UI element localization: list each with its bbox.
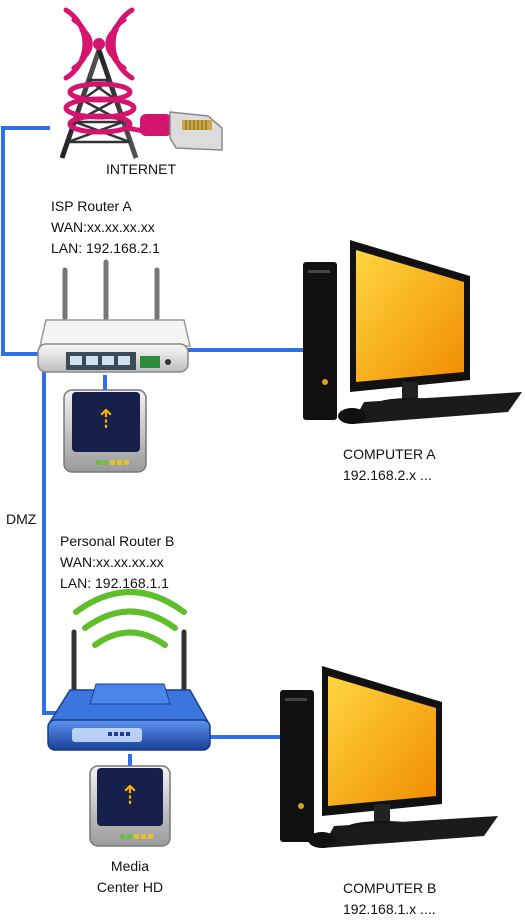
internet-to-router-a-link (1, 126, 50, 356)
media-center-label: Media Center HD (84, 856, 176, 898)
dmz-label: DMZ (6, 511, 37, 527)
computer-b-ip: 192.168.1.x .... (343, 901, 436, 917)
personal-router-name: Personal Router B (60, 533, 175, 549)
media-center-drive-icon: ⇡ (89, 765, 171, 847)
isp-router-wan: WAN:xx.xx.xx.xx (51, 219, 155, 235)
usb-drive-icon: ⇡ (63, 389, 147, 473)
svg-text:⇡: ⇡ (95, 405, 117, 435)
personal-router-wan: WAN:xx.xx.xx.xx (60, 554, 164, 570)
personal-router-label: Personal Router B WAN:xx.xx.xx.xx LAN: 1… (60, 531, 174, 594)
computer-b-name: COMPUTER B (343, 880, 437, 896)
desktop-computer-icon (303, 240, 522, 424)
dmz-link (42, 366, 58, 715)
media-center-line2: Center HD (96, 879, 164, 895)
desktop-computer-icon (280, 666, 498, 848)
wireless-router-icon (47, 589, 211, 751)
isp-router-name: ISP Router A (51, 198, 132, 214)
media-center-line1: Media (110, 858, 150, 874)
computer-a-label: COMPUTER A 192.168.2.x ... (343, 444, 436, 486)
personal-router-lan: LAN: 192.168.1.1 (60, 575, 169, 591)
isp-router-lan: LAN: 192.168.2.1 (51, 240, 160, 256)
computer-a-ip: 192.168.2.x ... (343, 467, 432, 483)
svg-text:⇡: ⇡ (119, 781, 141, 811)
router-icon (37, 259, 191, 373)
ethernet-plug-icon (140, 111, 223, 151)
computer-a-name: COMPUTER A (343, 446, 436, 462)
internet-label: INTERNET (106, 161, 176, 177)
isp-router-label: ISP Router A WAN:xx.xx.xx.xx LAN: 192.16… (51, 196, 160, 259)
antenna-tower-icon (59, 7, 166, 160)
computer-b-label: COMPUTER B 192.168.1.x .... (343, 878, 436, 920)
